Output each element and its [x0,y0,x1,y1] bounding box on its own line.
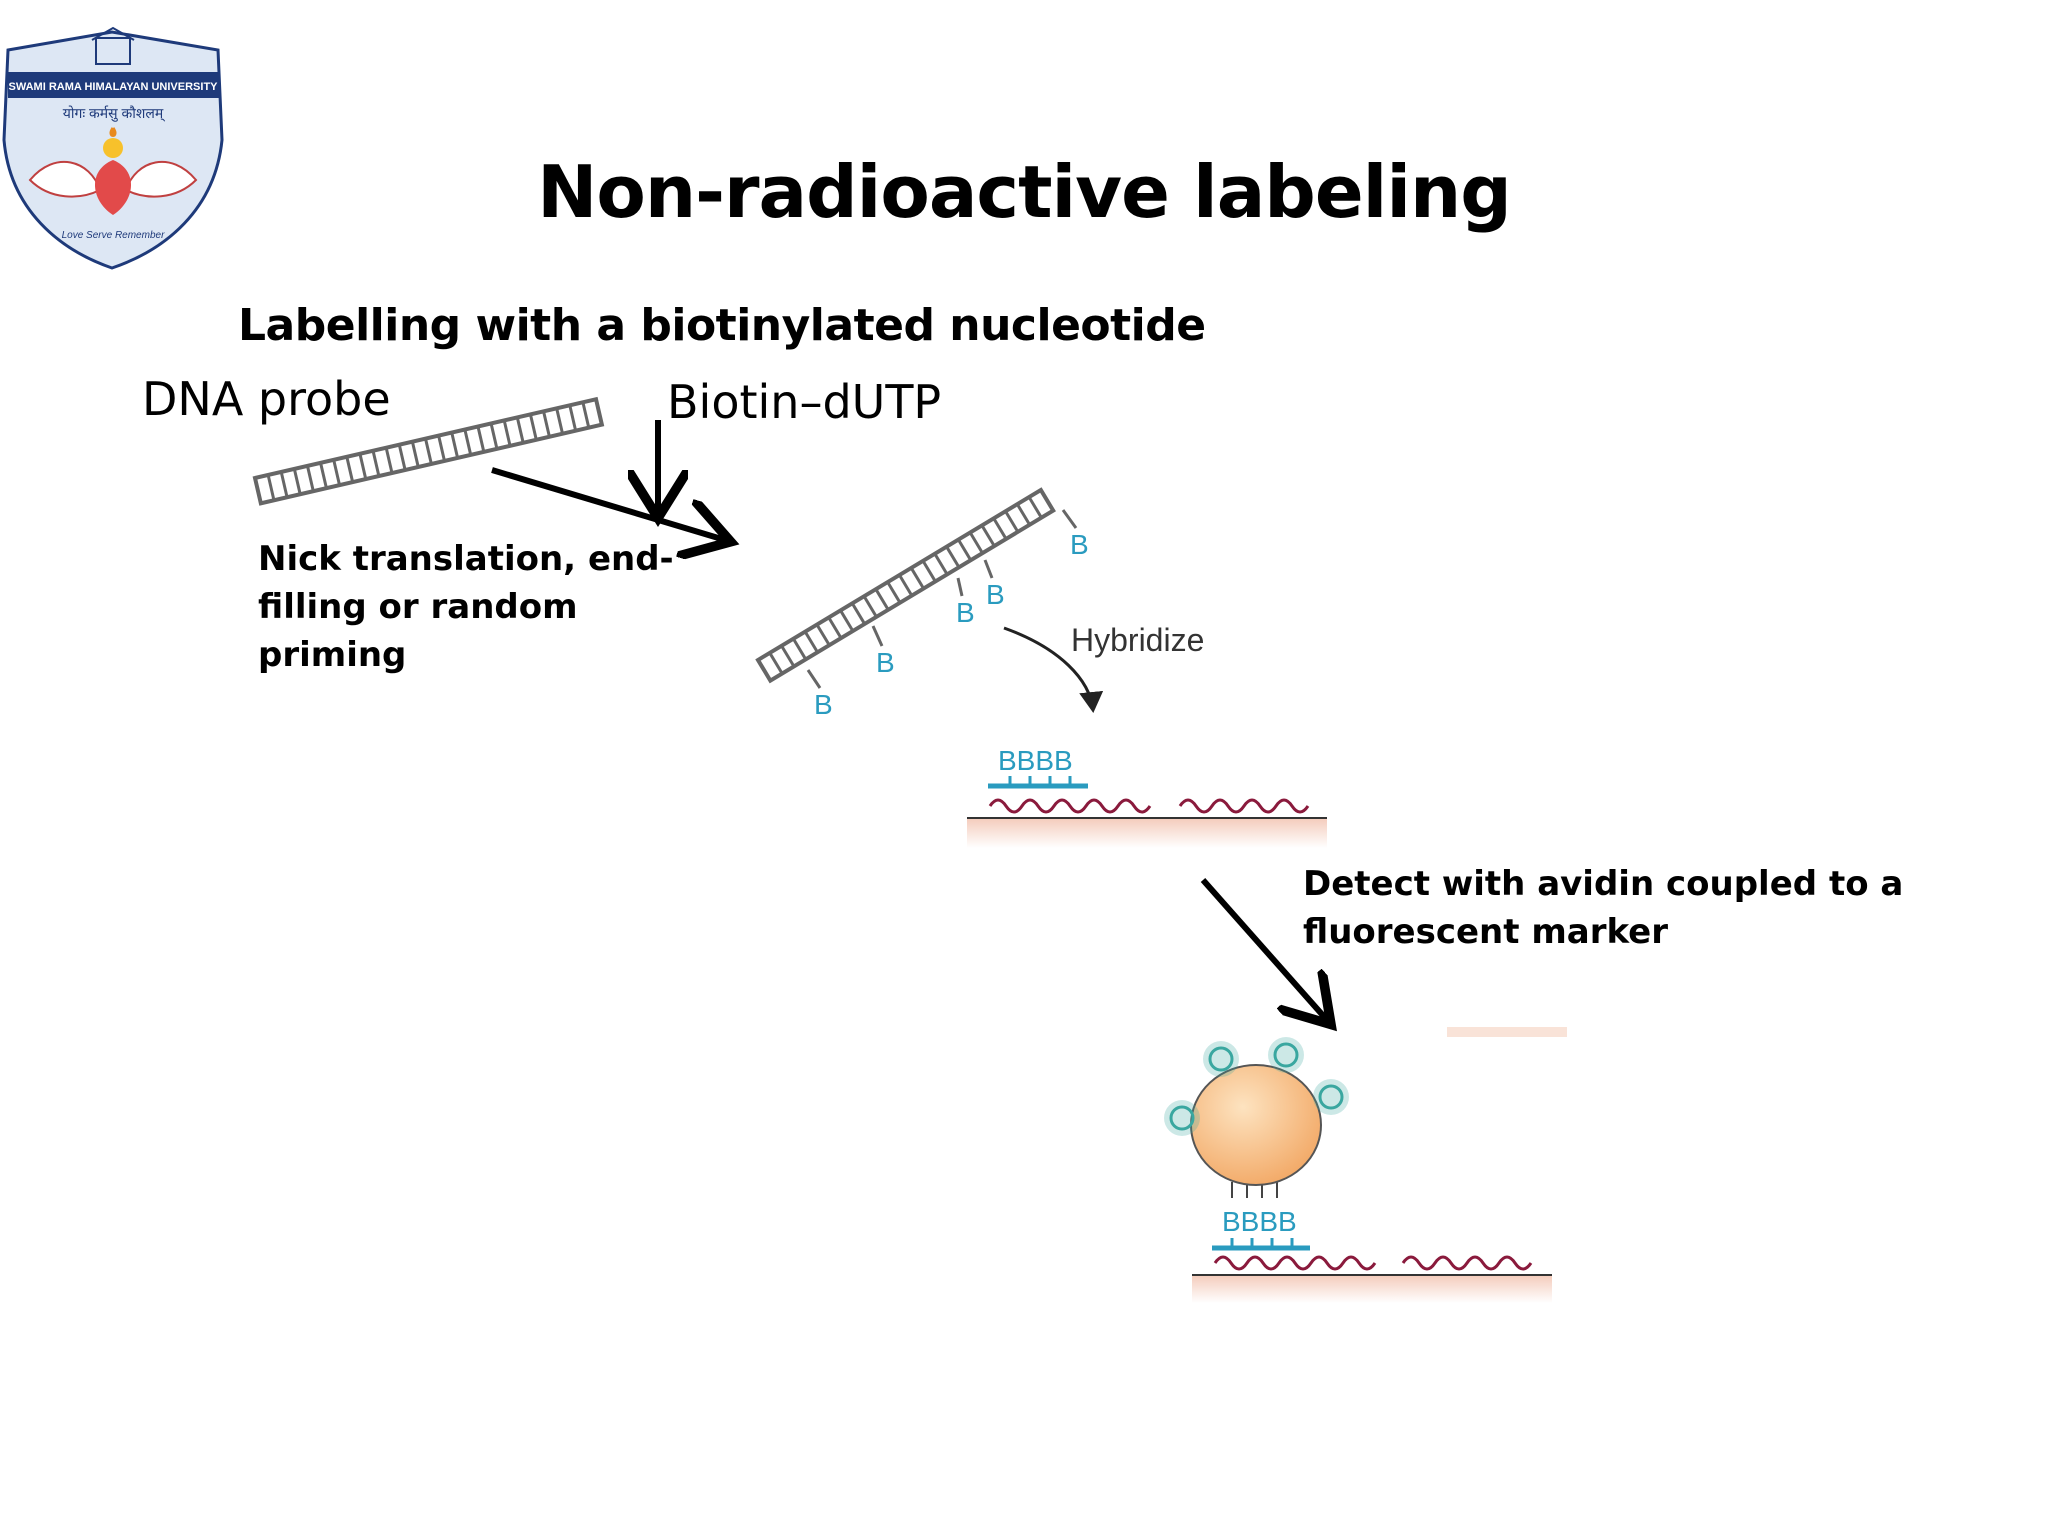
ladder-rung [345,456,355,483]
avidin-sphere [1190,1064,1322,1186]
logo-tagline-text: Love Serve Remember [62,230,165,241]
hybridized-membrane: BBBB [967,745,1327,848]
biotin-tether [1061,509,1078,529]
ladder-rung [292,468,302,495]
hybridize-label: Hybridize [1071,622,1205,658]
ladder-rung [515,417,525,444]
ladder-rung [542,411,551,438]
ladder-rung [945,545,961,569]
ladder-rung [555,408,564,435]
biotin-tether [806,669,822,689]
ladder-rung [780,645,796,668]
biotin-tether [956,577,964,597]
ladder-rung [968,531,984,554]
ladder-rung [489,423,499,450]
ladder-rung [306,465,315,492]
biotin-mark: B [1070,529,1089,560]
ladder-rung [792,637,808,661]
ladder-rung [450,432,460,459]
ladder-rung [463,429,473,456]
ladder-rung [424,438,433,465]
slide-title: Non-radioactive labeling [537,150,1512,234]
biotin-mark: B [814,689,833,720]
ladder-rung [581,401,591,428]
ladder-rung [898,574,914,597]
ladder-rung [266,474,276,501]
ladder-rung [1004,510,1020,533]
ladder-rung [827,616,843,639]
biotin-tether [983,559,994,579]
ladder-rung [980,524,996,547]
ladder-rung [502,420,512,447]
slide-subtitle: Labelling with a biotinylated nucleotide [238,300,1206,351]
ladder-rung [851,602,866,625]
detection-complex: BBBB [1164,1027,1567,1303]
ladder-rung [437,435,446,462]
dna-probe-label: DNA probe [142,372,391,426]
ladder-rung [410,441,420,468]
logo-university-text: SWAMI RAMA HIMALAYAN UNIVERSITY [8,81,218,93]
ladder-rung [933,553,949,576]
bound-biotin-row-label: BBBB [1222,1206,1297,1237]
labeling-step-label: Nick translation, end-filling or random … [258,539,674,675]
ladder-rung [874,588,890,611]
logo-motto-text: योगः कर्मसु कौशलम् [63,105,166,122]
ladder-rung [1016,503,1031,526]
ladder-rung [476,426,486,453]
ladder-rung [992,517,1008,540]
ladder-rung [279,471,289,498]
biotin-mark: B [956,597,975,628]
ladder-rung [384,447,394,474]
ladder-rung [815,623,831,646]
ladder-rung [909,567,925,590]
biotin-row-label: BBBB [998,745,1073,776]
ladder-rung [319,462,328,489]
detection-step-label: Detect with avidin coupled to a fluoresc… [1303,864,1904,952]
labeling-arrow [491,467,725,540]
ladder-rung [862,595,878,618]
ladder-rung [1027,496,1043,519]
detect-arrow [1200,878,1327,1020]
biotinylated-probe-ladder [755,487,1056,684]
ladder-rung [921,560,937,583]
hybridize-curve-arrow [1003,626,1104,713]
ladder-rung [886,581,902,604]
ladder-rung [397,444,407,471]
ladder-rung [528,414,538,441]
ladder-rung [358,453,368,480]
biotin-dutp-label: Biotin–dUTP [667,375,942,429]
biotin-tether [871,625,884,647]
biotin-mark: B [986,579,1005,610]
ladder-rung [332,459,342,486]
fluorescent-markers [1169,1042,1344,1131]
biotin-mark: B [876,647,895,678]
ladder-rung [839,609,855,632]
ladder-rung [768,652,784,675]
ladder-rung [568,404,578,431]
ladder-rung [803,630,819,654]
university-logo: SWAMI RAMA HIMALAYAN UNIVERSITY योगः कर्… [2,26,224,270]
ladder-rung [957,538,973,561]
ladder-rung [371,450,381,477]
dna-probe-ladder [252,396,605,506]
